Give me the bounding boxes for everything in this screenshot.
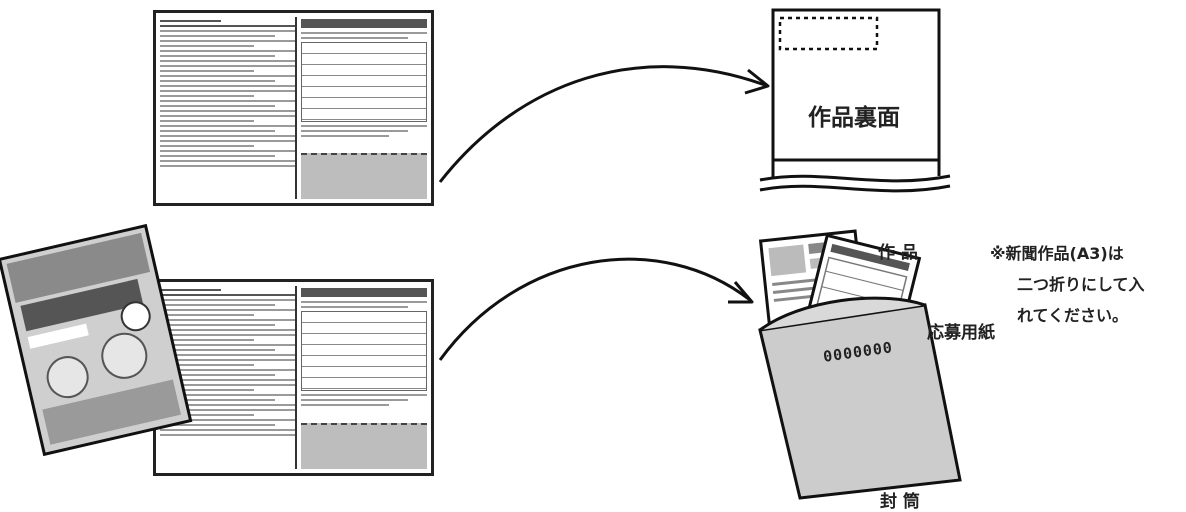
envelope-icon	[758, 296, 962, 500]
arrow-curve-icon	[438, 257, 754, 361]
application-form-page	[295, 286, 427, 469]
note-line-1: ※新聞作品(A3)は	[990, 244, 1124, 263]
poster-icon	[0, 223, 193, 457]
entry-guidelines-page	[160, 286, 295, 469]
form-grid	[301, 42, 427, 122]
work-back-sheet	[759, 8, 951, 193]
note-line-3: れてください。	[1017, 306, 1129, 325]
arrow-curve-icon	[438, 65, 770, 183]
entry-guidelines-page	[160, 17, 295, 199]
work-label: 作 品	[878, 243, 918, 263]
note-line-2: 二つ折りにして入	[1017, 275, 1145, 294]
document-spread-top	[153, 10, 434, 206]
application-form-label: 応募用紙	[927, 323, 995, 343]
envelope-label: 封 筒	[880, 492, 920, 512]
detachable-form-strip	[301, 423, 427, 469]
form-grid	[301, 311, 427, 391]
document-spread-bottom	[153, 279, 434, 476]
detachable-form-strip	[301, 153, 427, 199]
application-form-page	[295, 17, 427, 199]
work-back-label: 作品裏面	[808, 105, 900, 131]
